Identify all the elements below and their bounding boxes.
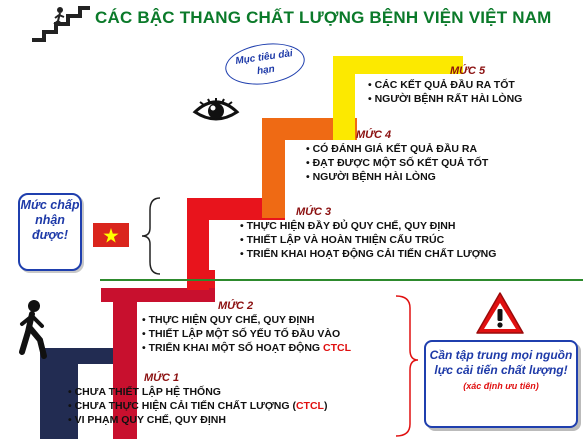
brace-left [141, 197, 161, 275]
level-3-item: THỰC HIỆN ĐẦY ĐỦ QUY CHẾ, QUY ĐỊNH [240, 219, 496, 233]
vietnam-flag-icon [93, 223, 129, 247]
level-3-item: TRIỂN KHAI HOẠT ĐỘNG CẢI TIẾN CHẤT LƯỢNG [240, 247, 497, 261]
priority-note-subtext: (xác định ưu tiên) [463, 381, 539, 391]
level-5-item: CÁC KẾT QUẢ ĐẦU RA TỐT [368, 78, 522, 92]
level-2-item: THỰC HIỆN QUY CHẾ, QUY ĐỊNH [142, 313, 351, 327]
priority-note-text: Cần tập trung mọi nguồn lực cải tiến chấ… [429, 348, 573, 377]
level-1-item: VI PHẠM QUY CHẾ, QUY ĐỊNH [68, 413, 327, 427]
step-3-ledge [187, 198, 285, 220]
priority-note-box: Cần tập trung mọi nguồn lực cải tiến chấ… [424, 340, 578, 428]
ctcl-highlight: CTCL [323, 342, 352, 354]
level-1-list: CHƯA THIẾT LẬP HỆ THỐNG CHƯA THỰC HIỆN C… [68, 385, 328, 427]
ctcl-highlight: CTCL [295, 400, 324, 412]
level-5-list: CÁC KẾT QUẢ ĐẦU RA TỐT NGƯỜI BỆNH RẤT HÀ… [368, 78, 523, 106]
step-5 [333, 56, 355, 140]
level-1-item: CHƯA THỰC HIỆN CẢI TIẾN CHẤT LƯỢNG (CTCL… [68, 399, 328, 413]
bracket-right [395, 295, 419, 437]
level-4-title: MỨC 4 [356, 129, 392, 141]
level-3-item: THIẾT LẬP VÀ HOÀN THIỆN CẤU TRÚC [240, 233, 496, 247]
level-1-title: MỨC 1 [144, 372, 180, 384]
level-2-item: TRIỂN KHAI MỘT SỐ HOẠT ĐỘNG CTCL [142, 341, 351, 355]
acceptable-label-box: Mức chấp nhận được! [18, 193, 82, 271]
level-3-list: THỰC HIỆN ĐẦY ĐỦ QUY CHẾ, QUY ĐỊNH THIẾT… [240, 219, 497, 261]
step-5-ledge [333, 56, 463, 74]
level-5-title: MỨC 5 [450, 65, 486, 77]
step-4 [262, 118, 285, 218]
level-4-list: CÓ ĐÁNH GIÁ KẾT QUẢ ĐẦU RA ĐẠT ĐƯỢC MỘT … [306, 142, 489, 184]
staircase-climber-icon [32, 6, 90, 42]
eye-icon [192, 98, 240, 121]
level-4-item: NGƯỜI BỆNH HÀI LÒNG [306, 170, 488, 184]
level-5-item: NGƯỜI BỆNH RẤT HÀI LÒNG [368, 92, 523, 106]
level-4-item: CÓ ĐÁNH GIÁ KẾT QUẢ ĐẦU RA [306, 142, 488, 156]
level-2-title: MỨC 2 [218, 300, 254, 312]
level-2-item: THIẾT LẬP MỘT SỐ YẾU TỐ ĐẦU VÀO [142, 327, 351, 341]
step-2-ledge [105, 288, 215, 302]
warning-icon [476, 292, 524, 334]
step-3 [187, 198, 209, 290]
level-1-item: CHƯA THIẾT LẬP HỆ THỐNG [68, 385, 327, 399]
level-2-list: THỰC HIỆN QUY CHẾ, QUY ĐỊNH THIẾT LẬP MỘ… [142, 313, 351, 355]
acceptable-label: Mức chấp nhận được! [20, 198, 80, 242]
walking-person-icon [19, 300, 47, 359]
level-3-title: MỨC 3 [296, 206, 332, 218]
page-title: CÁC BẬC THANG CHẤT LƯỢNG BỆNH VIỆN VIỆT … [95, 8, 552, 27]
level-4-item: ĐẠT ĐƯỢC MỘT SỐ KẾT QUẢ TỐT [306, 156, 489, 170]
